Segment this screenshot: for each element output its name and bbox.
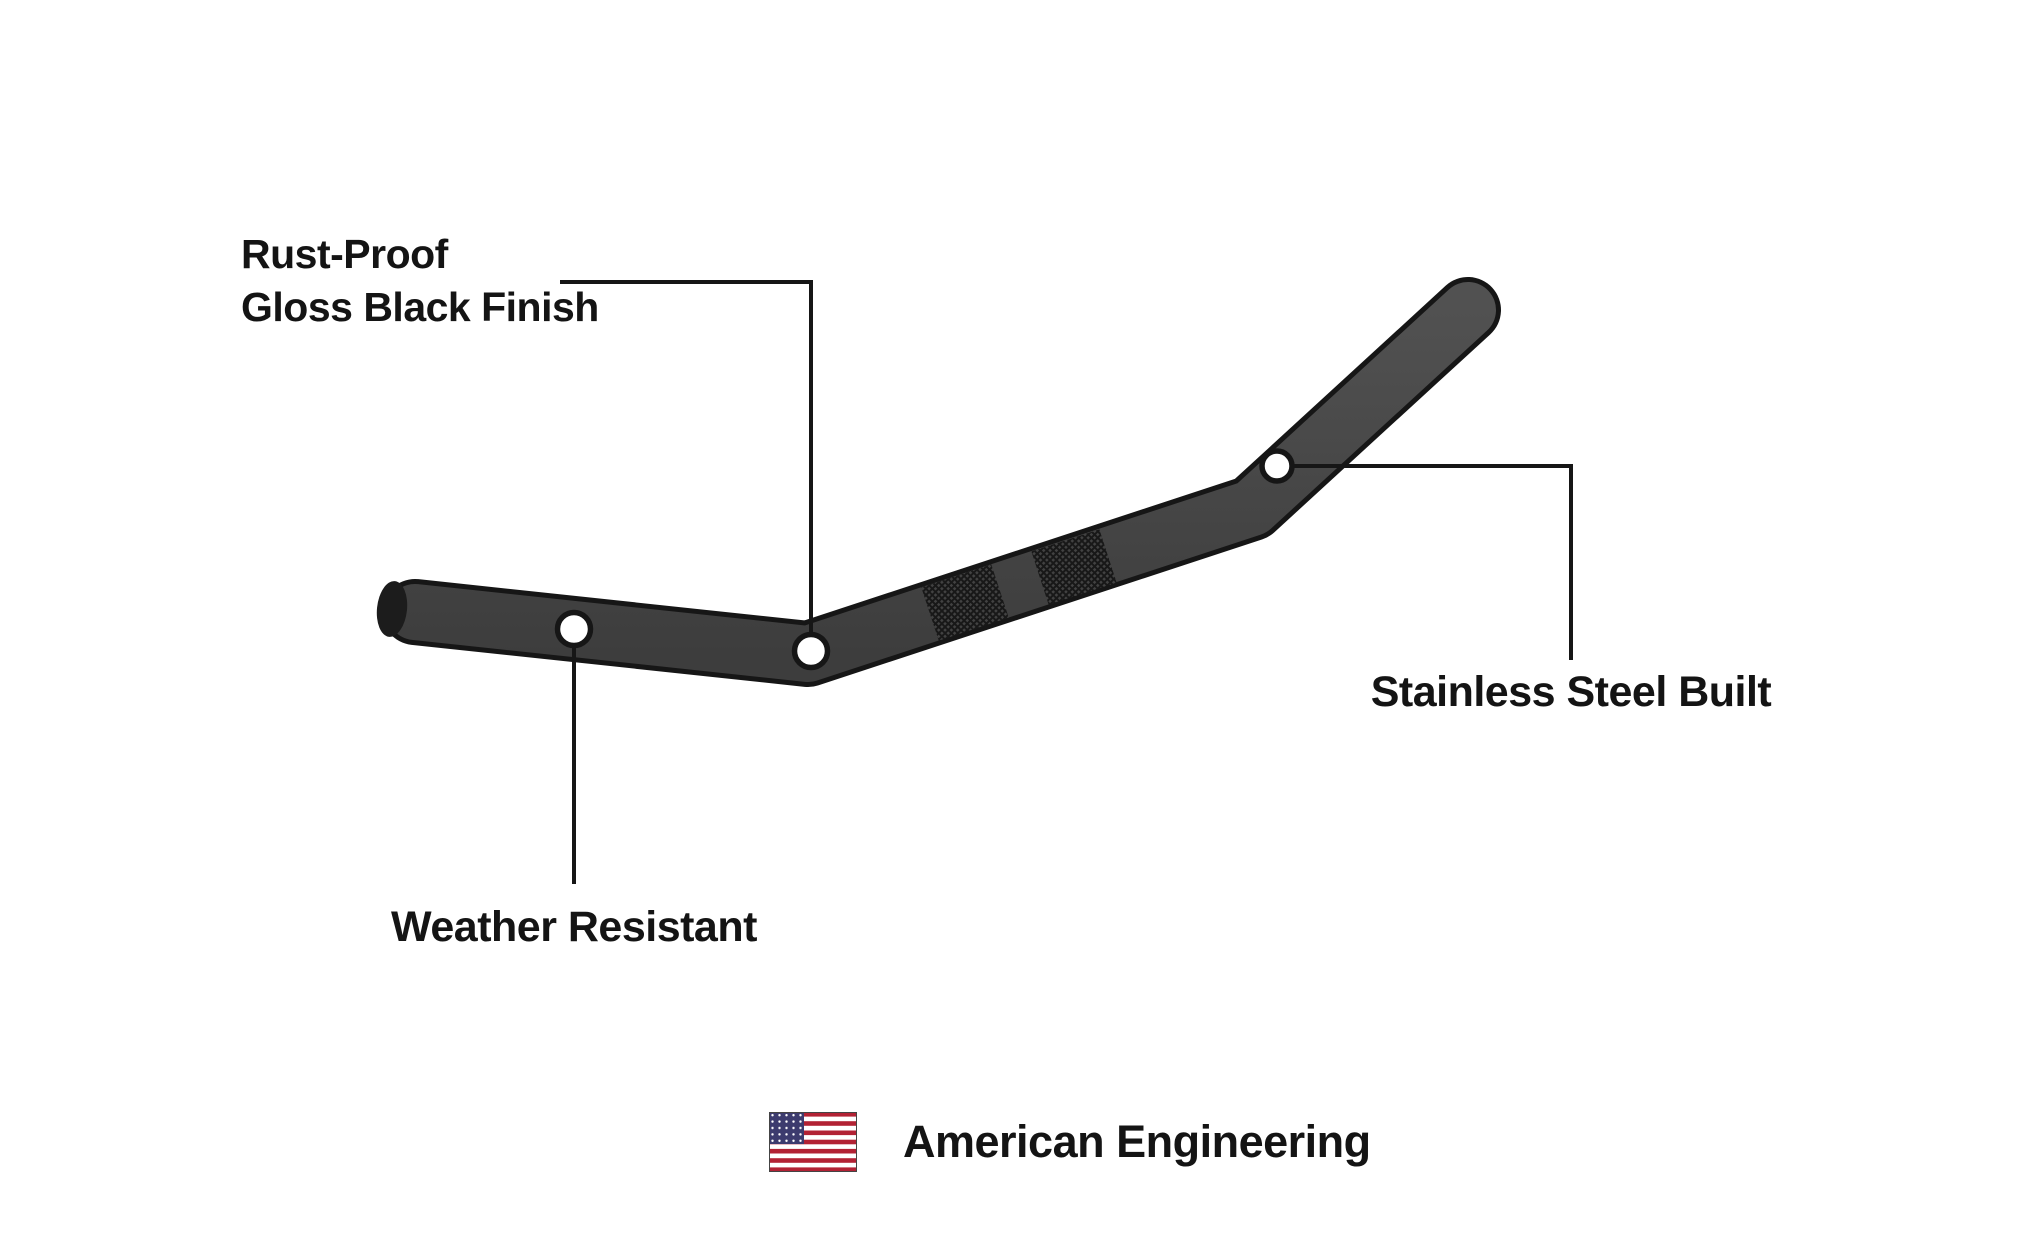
callout-label-rust-proof: Rust-Proof Gloss Black Finish <box>241 228 599 335</box>
callout-line-rust-proof <box>560 280 813 640</box>
bar-body <box>387 282 1496 682</box>
footer-tagline: American Engineering <box>903 1116 1371 1167</box>
bar-end-cap <box>376 581 408 637</box>
us-flag-icon <box>769 1112 857 1172</box>
callout-label-stainless: Stainless Steel Built <box>1370 668 1772 716</box>
callout-marker-stainless <box>1259 448 1295 484</box>
knurl-section-2 <box>1031 529 1117 605</box>
rust-proof-line1: Rust-Proof <box>241 231 448 277</box>
callout-marker-rust-proof <box>791 631 831 671</box>
callout-line-stainless <box>1283 464 1573 660</box>
callout-marker-weather <box>554 609 594 649</box>
callout-label-weather: Weather Resistant <box>391 903 757 951</box>
rust-proof-line2: Gloss Black Finish <box>241 284 599 331</box>
footer: American Engineering <box>769 1112 1371 1172</box>
knurl-section-1 <box>921 564 1009 641</box>
